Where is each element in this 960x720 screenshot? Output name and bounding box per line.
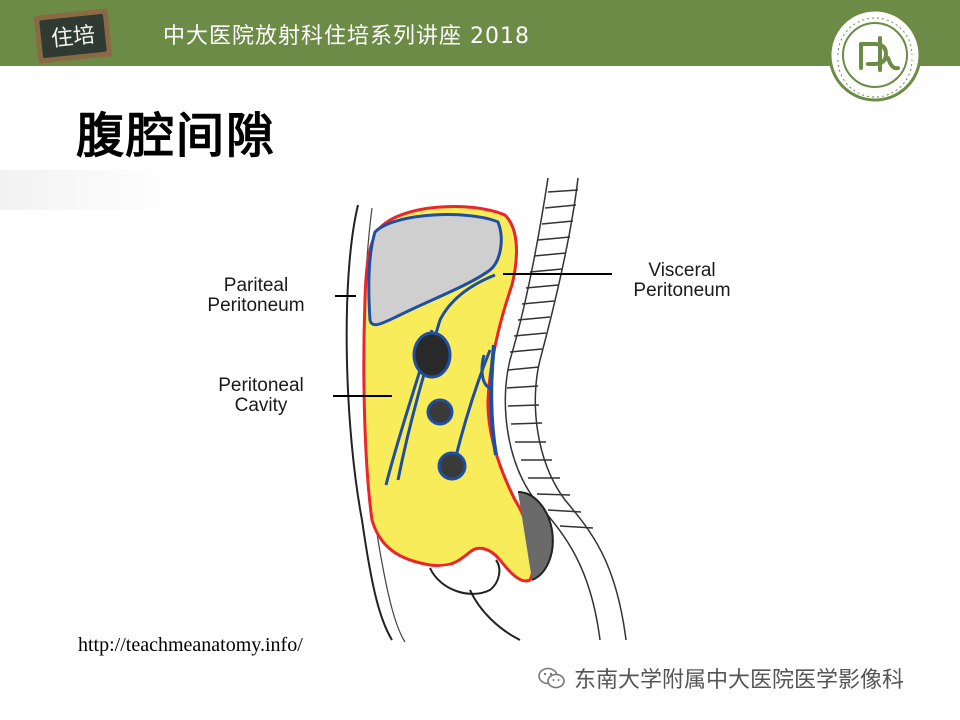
bowel-loop-3 (437, 451, 467, 481)
watermark-text: 东南大学附属中大医院医学影像科 (574, 668, 905, 693)
liver (367, 213, 503, 327)
chalkboard-badge-icon: 住培 (33, 8, 113, 64)
wechat-icon (538, 667, 565, 689)
title-underlay (0, 170, 178, 210)
watermark: 东南大学附属中大医院医学影像科 (538, 662, 904, 694)
hospital-seal-icon (828, 8, 922, 102)
rectum (517, 491, 554, 581)
peritoneum-diagram (333, 177, 627, 643)
badge-text: 住培 (50, 23, 96, 52)
bowel-loop-2 (426, 398, 454, 426)
label-visceral-peritoneum: Visceral Peritoneum (633, 260, 731, 301)
slide-title: 腹腔间隙 (76, 108, 277, 164)
label-parietal-peritoneum: Pariteal Peritoneum (207, 275, 305, 316)
header-title: 中大医院放射科住培系列讲座 2018 (163, 24, 530, 49)
header-bar (0, 0, 960, 66)
aorta (489, 344, 498, 456)
bowel-loop-1 (412, 331, 452, 379)
bladder (429, 559, 501, 595)
abdominal-wall-outline (345, 204, 393, 641)
spine (504, 177, 627, 641)
label-peritoneal-cavity: Peritoneal Cavity (218, 375, 304, 416)
pelvic-organ (469, 589, 521, 641)
source-link[interactable]: http://teachmeanatomy.info/ (78, 634, 303, 656)
kidney (480, 354, 491, 390)
